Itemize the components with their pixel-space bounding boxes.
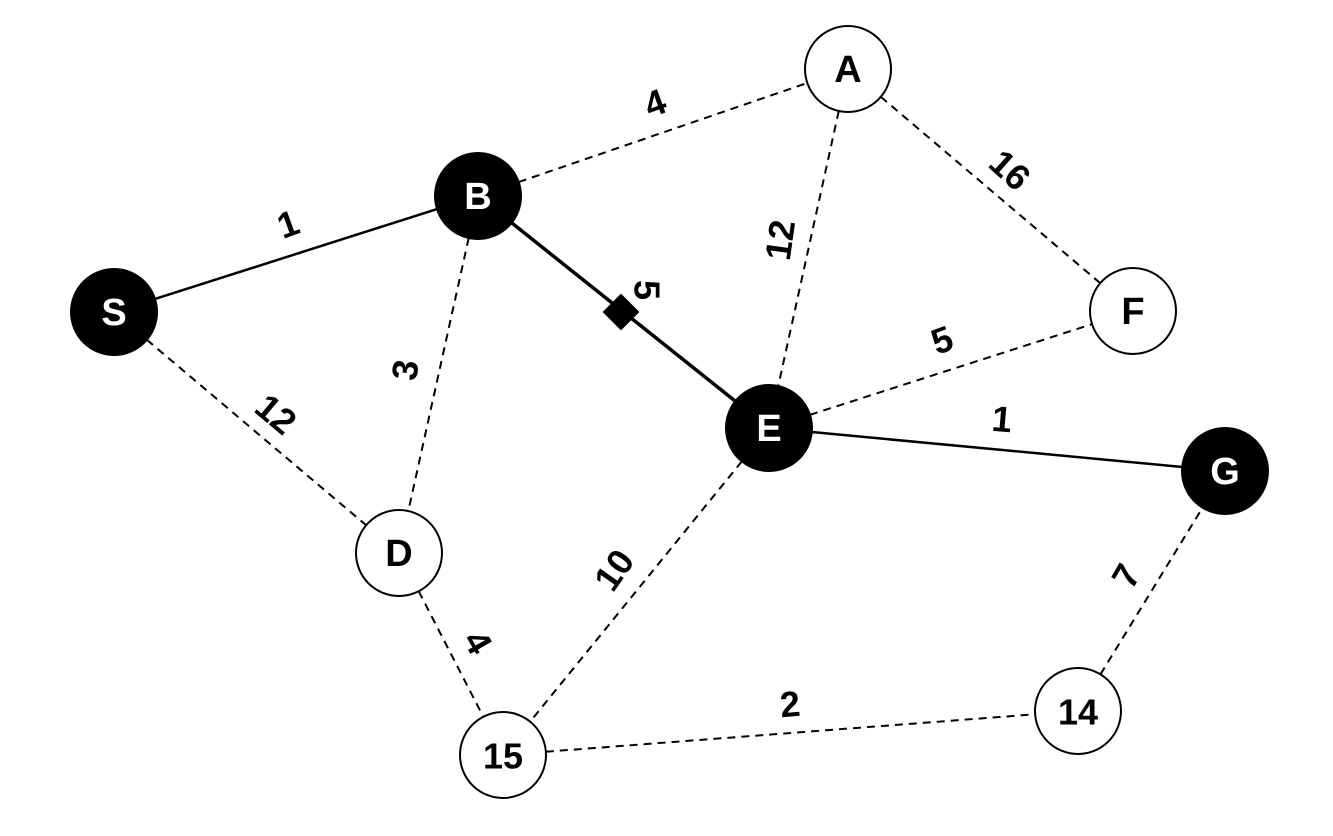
edge-weight-n14-g: 7 [1103,557,1149,595]
node-14: 14 [1034,667,1122,755]
edges-layer [146,82,1204,753]
edge-weight-s-d: 12 [247,385,304,442]
edge-s-b [154,207,438,301]
edge-a-e [777,110,840,387]
edge-weight-b-d: 3 [383,357,426,383]
edge-b-a [518,82,808,183]
edge-n14-g [1099,507,1204,675]
edge-d-n15 [417,590,485,718]
edge-e-n15 [529,460,743,723]
edge-weight-e-n15: 10 [586,542,643,598]
node-circle [459,711,547,799]
edge-marker-b-e [602,293,640,331]
node-circle [804,25,892,113]
node-15: 15 [459,711,547,799]
edge-n15-n14 [545,713,1036,753]
node-label: A [834,49,861,91]
node-label: G [1210,451,1240,493]
edge-s-d [146,339,367,526]
edge-weight-d-n15: 4 [455,623,501,661]
edge-e-f [809,323,1093,416]
node-f: F [1089,267,1177,355]
edge-weight-e-f: 5 [926,317,959,362]
node-circle [70,268,158,356]
node-circle [1089,267,1177,355]
node-label: B [464,176,491,218]
edge-weight-a-e: 12 [757,217,803,262]
node-d: D [355,509,443,597]
node-s: S [70,268,158,356]
edge-b-d [407,237,470,512]
node-a: A [804,25,892,113]
edge-e-g [811,430,1183,469]
node-label: S [101,292,126,334]
node-circle [1181,427,1269,515]
edge-weight-b-a: 4 [639,80,672,125]
node-circle [725,384,813,472]
node-b: B [434,152,522,240]
edge-weight-s-b: 1 [272,201,305,246]
edge-a-f [880,96,1101,284]
node-label: E [756,408,781,450]
node-e: E [725,384,813,472]
edge-weight-e-g: 1 [990,398,1014,441]
node-circle [434,152,522,240]
node-circle [1034,667,1122,755]
node-circle [355,509,443,597]
node-label: 15 [483,736,523,777]
node-g: G [1181,427,1269,515]
node-label: F [1121,291,1144,333]
edge-weight-n15-n14: 2 [778,683,802,726]
edge-weight-b-e: 5 [627,280,668,300]
node-label: 14 [1058,692,1098,733]
markers-layer [602,293,640,331]
node-label: D [385,533,412,575]
